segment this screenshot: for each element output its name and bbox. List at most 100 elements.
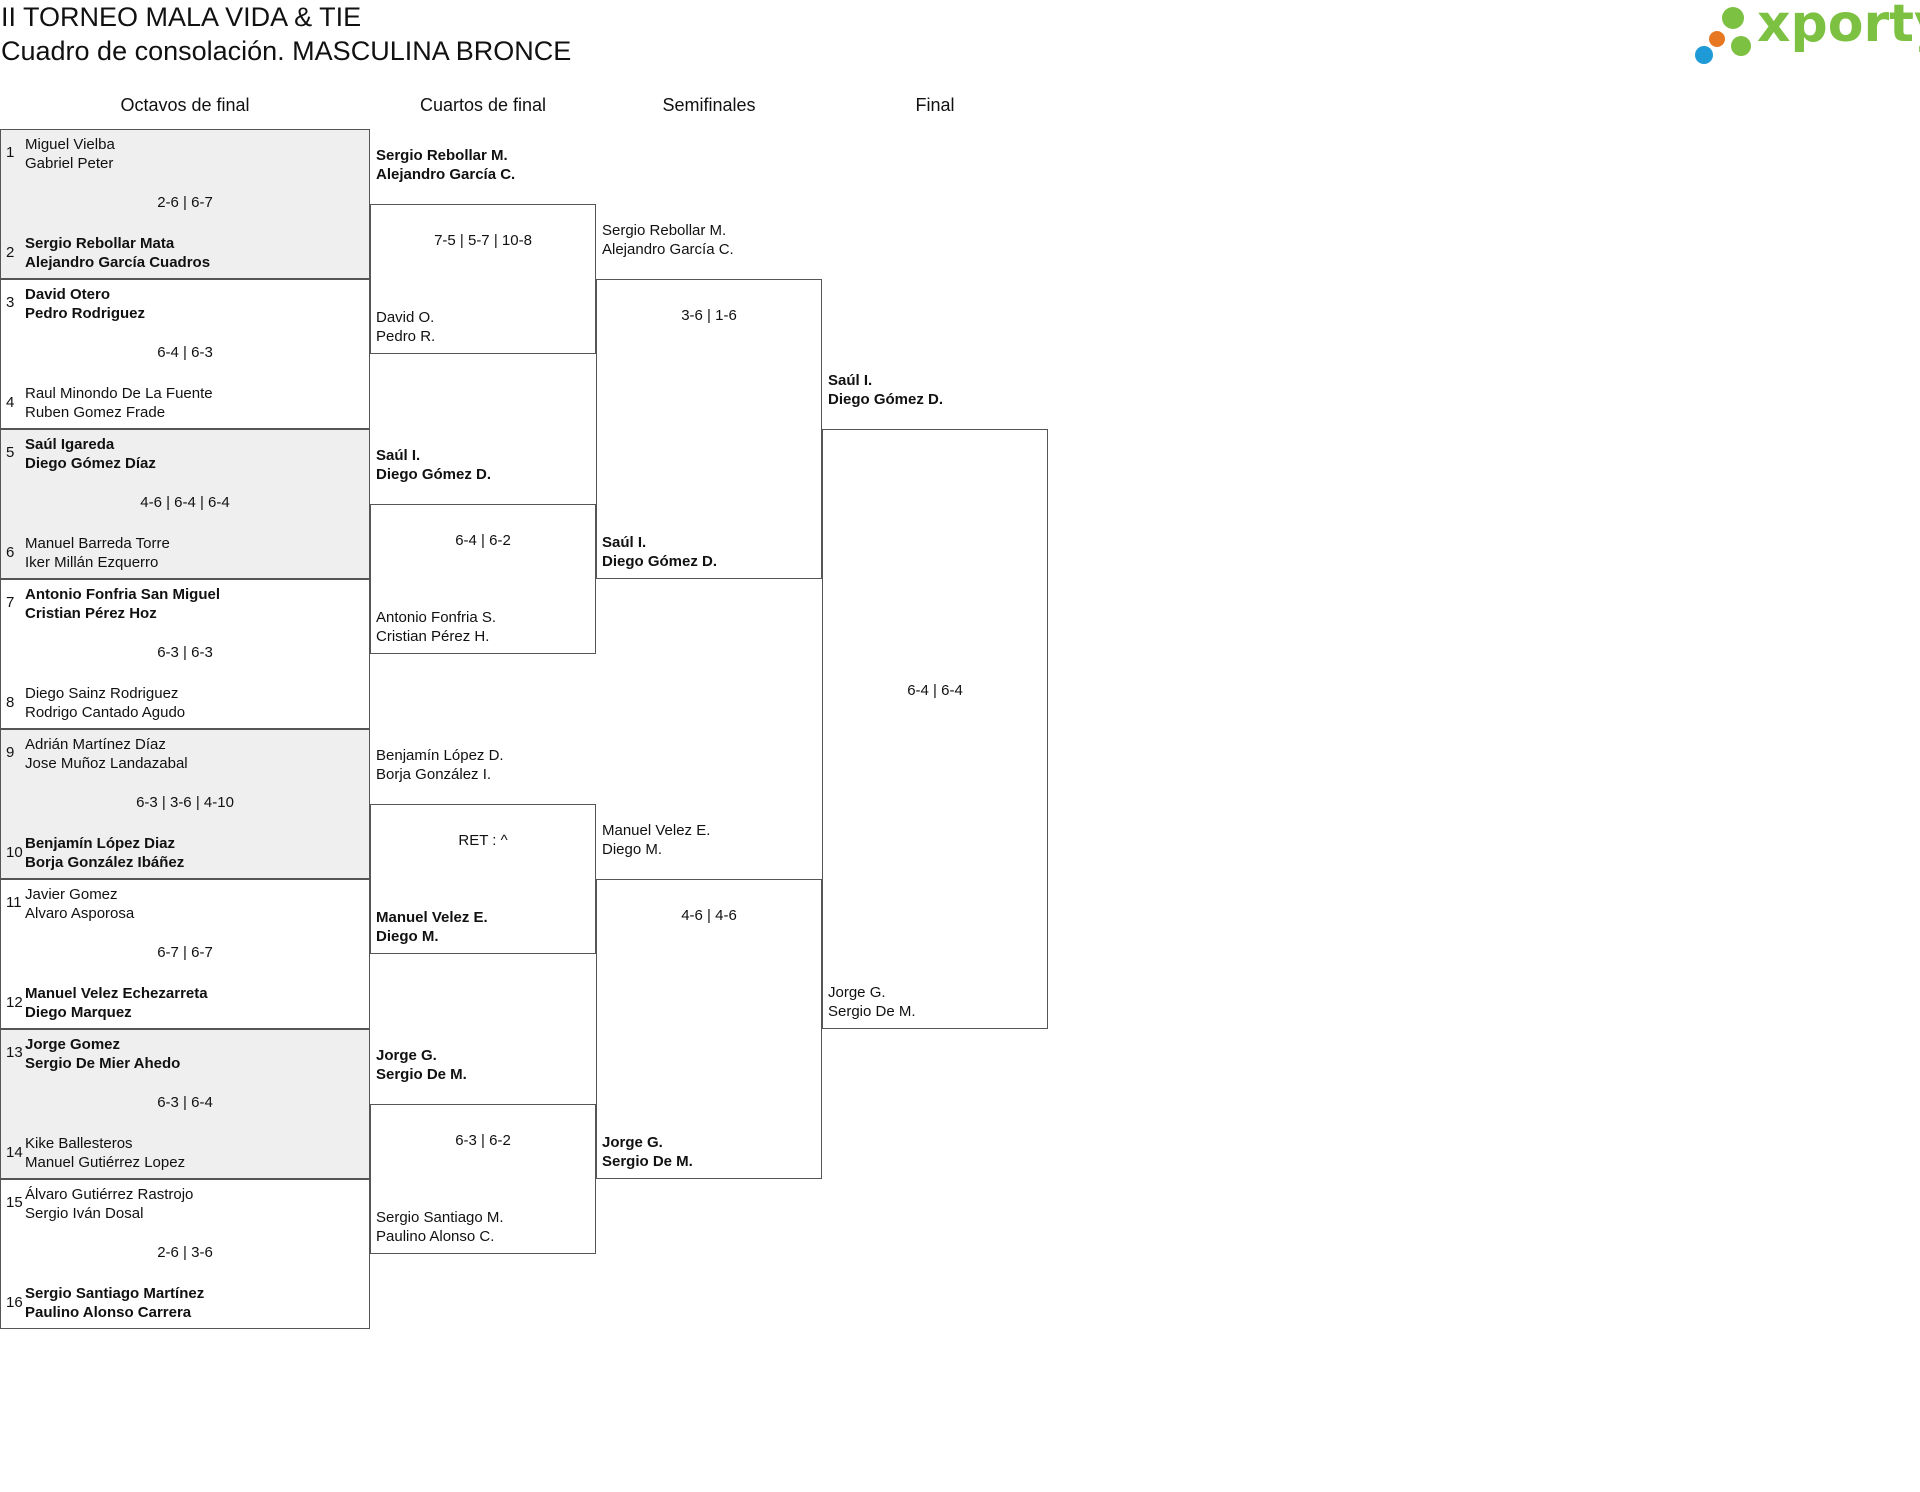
- semis-match: [596, 879, 822, 1179]
- match-score: 6-4 | 6-3: [157, 344, 213, 361]
- match-score: 6-3 | 6-2: [455, 1132, 511, 1149]
- player-name: Antonio Fonfria S.: [376, 609, 497, 626]
- player-name: Sergio De M.: [602, 1153, 693, 1170]
- team-top: Saúl I.Diego Gómez D.: [376, 446, 491, 484]
- logo-text: xporty: [1757, 0, 1920, 54]
- player-name: Diego M.: [376, 928, 439, 945]
- match-score: 4-6 | 4-6: [681, 907, 737, 924]
- player-name: Jorge Gomez: [25, 1036, 121, 1053]
- round-label-final: Final: [915, 95, 955, 115]
- match-score: 4-6 | 6-4 | 6-4: [140, 494, 230, 511]
- player-name: Jorge G.: [376, 1047, 437, 1064]
- team-top: Manuel Velez E. Diego M.: [602, 821, 710, 859]
- player-name: Diego Gómez D.: [602, 553, 718, 570]
- player-name: Alejandro García C.: [602, 241, 734, 258]
- player-name: Jorge G.: [602, 1134, 663, 1151]
- player-name: Antonio Fonfria San Miguel: [25, 586, 220, 603]
- round-label-semis: Semifinales: [662, 95, 756, 115]
- team-bottom: David O. Pedro R.: [376, 308, 435, 346]
- seed-number: 8: [6, 694, 15, 711]
- seed-number: 6: [6, 544, 15, 561]
- team-bottom: Saúl I.Diego Gómez D.: [602, 533, 717, 571]
- player-name: Cristian Pérez H.: [376, 628, 490, 645]
- team-top: Jorge G.Sergio De M.: [376, 1046, 467, 1084]
- player-name: Alejandro García C.: [376, 166, 516, 183]
- player-name: Diego Gómez Díaz: [25, 455, 156, 472]
- player-name: Borja González I.: [376, 766, 492, 783]
- player-name: Javier Gomez: [25, 886, 118, 903]
- player-name: Sergio Rebollar M.: [602, 222, 727, 239]
- player-name: Alejandro García Cuadros: [25, 254, 211, 271]
- match-score: 6-4 | 6-4: [907, 682, 963, 699]
- player-name: Pedro Rodriguez: [25, 305, 146, 322]
- team-bottom: Sergio Santiago M.Paulino Alonso C.: [376, 1208, 504, 1246]
- player-name: David O.: [376, 309, 435, 326]
- match-score: 6-7 | 6-7: [157, 944, 213, 961]
- team-bottom: Antonio Fonfria S. Cristian Pérez H.: [376, 608, 496, 646]
- team-bottom: Manuel Velez E.Diego M.: [376, 908, 488, 946]
- cuartos-match: [370, 1104, 596, 1254]
- cuartos-match: [370, 504, 596, 654]
- team-top: Sergio Rebollar M. Alejandro García C.: [602, 221, 734, 259]
- match-score: 6-3 | 3-6 | 4-10: [136, 794, 234, 811]
- match-score: 2-6 | 3-6: [157, 1244, 213, 1261]
- player-name: Sergio Rebollar Mata: [25, 235, 175, 252]
- player-name: Sergio Santiago Martínez: [25, 1285, 205, 1302]
- seed-number: 12: [6, 994, 23, 1011]
- player-name: Paulino Alonso Carrera: [25, 1304, 192, 1321]
- player-name: Cristian Pérez Hoz: [25, 605, 157, 622]
- round-label-cuartos: Cuartos de final: [419, 95, 547, 115]
- player-name: Gabriel Peter: [25, 155, 114, 172]
- seed-number: 2: [6, 244, 15, 261]
- seed-number: 11: [6, 894, 22, 911]
- match-score: 2-6 | 6-7: [157, 194, 213, 211]
- player-name: Rodrigo Cantado Agudo: [25, 704, 186, 721]
- cuartos-match: [370, 204, 596, 354]
- player-name: Sergio Rebollar M.: [376, 147, 508, 164]
- logo-dot-green: [1722, 7, 1744, 29]
- match-score: RET : ^: [458, 832, 508, 849]
- player-name: Diego Marquez: [25, 1004, 132, 1021]
- match-score: 7-5 | 5-7 | 10-8: [434, 232, 532, 249]
- player-name: Adrián Martínez Díaz: [25, 736, 166, 753]
- player-name: Pedro R.: [376, 328, 436, 345]
- seed-number: 4: [6, 394, 15, 411]
- seed-number: 15: [6, 1194, 23, 1211]
- seed-number: 16: [6, 1294, 23, 1311]
- player-name: Diego M.: [602, 841, 663, 858]
- player-name: Benjamín López Diaz: [25, 835, 176, 852]
- seed-number: 1: [6, 144, 15, 161]
- logo-dot-green-2: [1731, 36, 1751, 56]
- player-name: Diego Sainz Rodriguez: [25, 685, 179, 702]
- player-name: Iker Millán Ezquerro: [25, 554, 159, 571]
- team-bottom: Jorge G.Sergio De M.: [828, 983, 916, 1021]
- player-name: Sergio Iván Dosal: [25, 1205, 144, 1222]
- player-name: Manuel Velez E.: [602, 822, 711, 839]
- seed-number: 5: [6, 444, 15, 461]
- final-match: [822, 429, 1048, 1029]
- match-score: 6-3 | 6-4: [157, 1094, 213, 1111]
- player-name: Kike Ballesteros: [25, 1135, 133, 1152]
- seed-number: 10: [6, 844, 23, 861]
- player-name: Paulino Alonso C.: [376, 1228, 495, 1245]
- player-name: Sergio De M.: [828, 1003, 916, 1020]
- player-name: Miguel Vielba: [25, 136, 115, 153]
- player-name: Saúl I.: [828, 372, 873, 389]
